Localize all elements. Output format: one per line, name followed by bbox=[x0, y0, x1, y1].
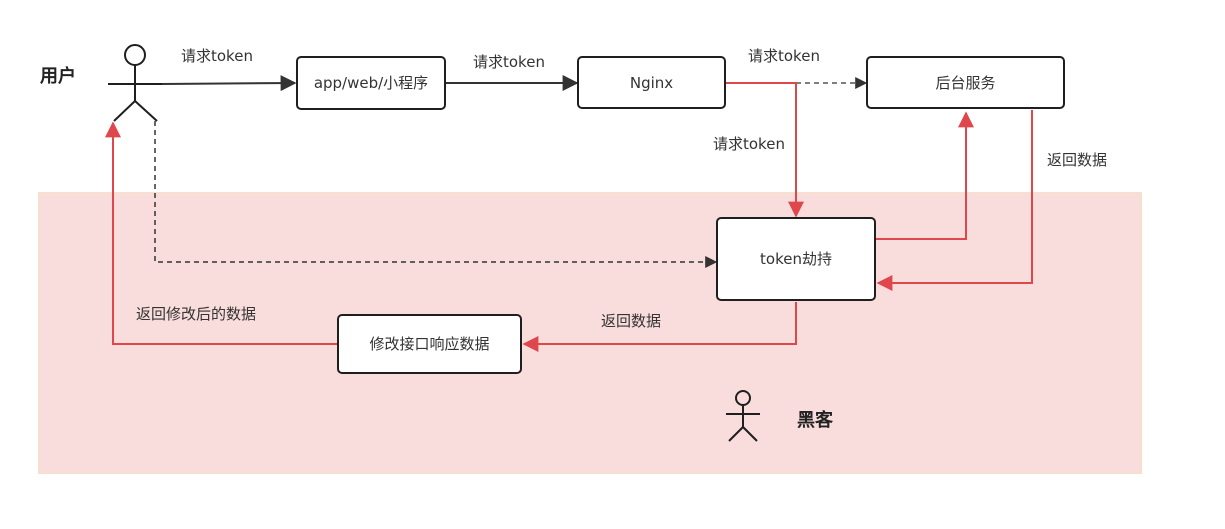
edge-hijack-to-modify bbox=[522, 302, 797, 352]
hacker-actor-label: 黑客 bbox=[797, 410, 833, 431]
edge-hijack-to-backend bbox=[876, 111, 974, 240]
label-modify-to-user: 返回修改后的数据 bbox=[136, 305, 257, 323]
user-actor-label: 用户 bbox=[40, 66, 76, 87]
edge-backend-to-hijack bbox=[876, 110, 1033, 291]
edge-nginx-to-hijack bbox=[726, 82, 804, 218]
node-modify-response: 修改接口响应数据 bbox=[337, 314, 522, 374]
label-app-to-nginx: 请求token bbox=[473, 53, 545, 71]
label-backend-return: 返回数据 bbox=[1047, 151, 1108, 169]
node-token-hijack: token劫持 bbox=[716, 217, 876, 301]
edge-modify-to-user bbox=[105, 121, 337, 345]
label-user-to-app: 请求token bbox=[181, 47, 253, 65]
hacker-actor-icon bbox=[726, 390, 760, 442]
edge-user-to-app bbox=[161, 75, 297, 92]
user-actor-icon bbox=[108, 44, 162, 122]
edge-user-to-hijack-dashed bbox=[154, 121, 718, 268]
label-nginx-to-backend: 请求token bbox=[748, 47, 820, 65]
node-nginx: Nginx bbox=[577, 56, 726, 109]
label-hijack-to-modify: 返回数据 bbox=[601, 312, 662, 330]
node-backend: 后台服务 bbox=[866, 56, 1065, 109]
label-nginx-to-hijack: 请求token bbox=[713, 135, 785, 153]
node-app: app/web/小程序 bbox=[296, 56, 446, 110]
